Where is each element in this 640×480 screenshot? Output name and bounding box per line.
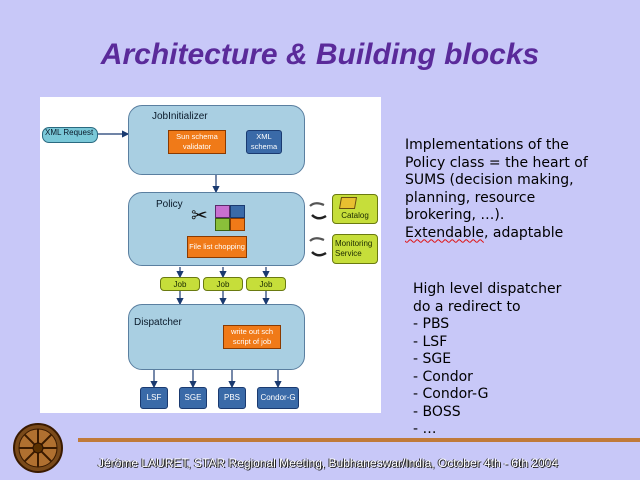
backend-pbs: PBS <box>218 387 246 409</box>
xml-request-node <box>42 127 98 143</box>
slide-title: Architecture & Building blocks <box>100 38 540 71</box>
policy-desc-line-6: Extendable, adaptable <box>405 224 564 241</box>
dispatcher-desc-line-6: - Condor <box>413 368 473 385</box>
catalog-arrow-bottom <box>311 214 327 220</box>
policy-desc-line-4: planning, resource <box>405 189 536 206</box>
policy-desc-line-3: SUMS (decision making, <box>405 172 574 188</box>
job-box-2: Job <box>203 277 243 291</box>
footer-bar <box>78 438 640 442</box>
file-list-chopping-box: File list chopping <box>187 236 247 258</box>
xml-request-label: XML Request <box>45 128 94 137</box>
dispatcher-label: Dispatcher <box>134 317 182 328</box>
job-box-1: Job <box>160 277 200 291</box>
extendable-word: Extendable <box>405 224 484 241</box>
catalog-book-icon <box>338 197 358 209</box>
dispatcher-desc-line-4: - LSF <box>413 333 448 350</box>
script-writer-box: write out sch script of job <box>223 325 281 349</box>
policy-desc-line-2: Policy class = the heart of <box>405 154 588 171</box>
catalog-label: Catalog <box>341 210 369 220</box>
monitoring-arrow-bottom <box>311 251 327 257</box>
policy-label: Policy <box>156 199 183 210</box>
xml-schema-box: XML schema <box>246 130 282 154</box>
job-label-1: Job <box>173 279 187 289</box>
monitoring-arrow-top <box>309 237 325 242</box>
backend-condor-g: Condor-G <box>257 387 299 409</box>
job-label-2: Job <box>216 279 230 289</box>
policy-modules-icon <box>215 205 245 231</box>
dispatcher-desc-line-5: - SGE <box>413 351 452 367</box>
monitoring-service-box: Monitoring Service <box>332 234 378 264</box>
monitoring-service-label: Monitoring Service <box>335 239 373 258</box>
backend-lsf: LSF <box>140 387 168 409</box>
catalog-arrow-top <box>309 202 325 207</box>
policy-description: Implementations of the Policy class = th… <box>405 137 588 242</box>
dispatcher-desc-line-2: do a redirect to <box>413 298 521 315</box>
scissors-icon: ✂ <box>191 203 208 227</box>
dispatcher-description: High level dispatcher do a redirect to -… <box>413 281 561 439</box>
dispatcher-desc-line-1: High level dispatcher <box>413 281 562 297</box>
dispatcher-desc-line-7: - Condor-G <box>413 386 489 402</box>
slide-footer: Jérôme LAURET, STAR Regional Meeting, Bu… <box>98 456 559 470</box>
policy-desc-line-5: brokering, …). <box>405 207 505 223</box>
dispatcher-desc-line-9: - … <box>413 421 437 437</box>
diagram-connectors <box>96 130 327 389</box>
dispatcher-desc-line-3: - PBS <box>413 316 450 332</box>
job-box-3: Job <box>246 277 286 291</box>
dispatcher-desc-line-8: - BOSS <box>413 403 461 420</box>
schema-validator-box: Sun schema validator <box>168 130 226 154</box>
architecture-diagram: XML Request JobInitializer Sun schema va… <box>40 97 381 413</box>
backend-sge: SGE <box>179 387 207 409</box>
policy-desc-line-1: Implementations of the <box>405 137 569 153</box>
wheel-logo-icon <box>13 423 63 473</box>
job-label-3: Job <box>259 279 273 289</box>
job-initializer-label: JobInitializer <box>152 111 208 122</box>
